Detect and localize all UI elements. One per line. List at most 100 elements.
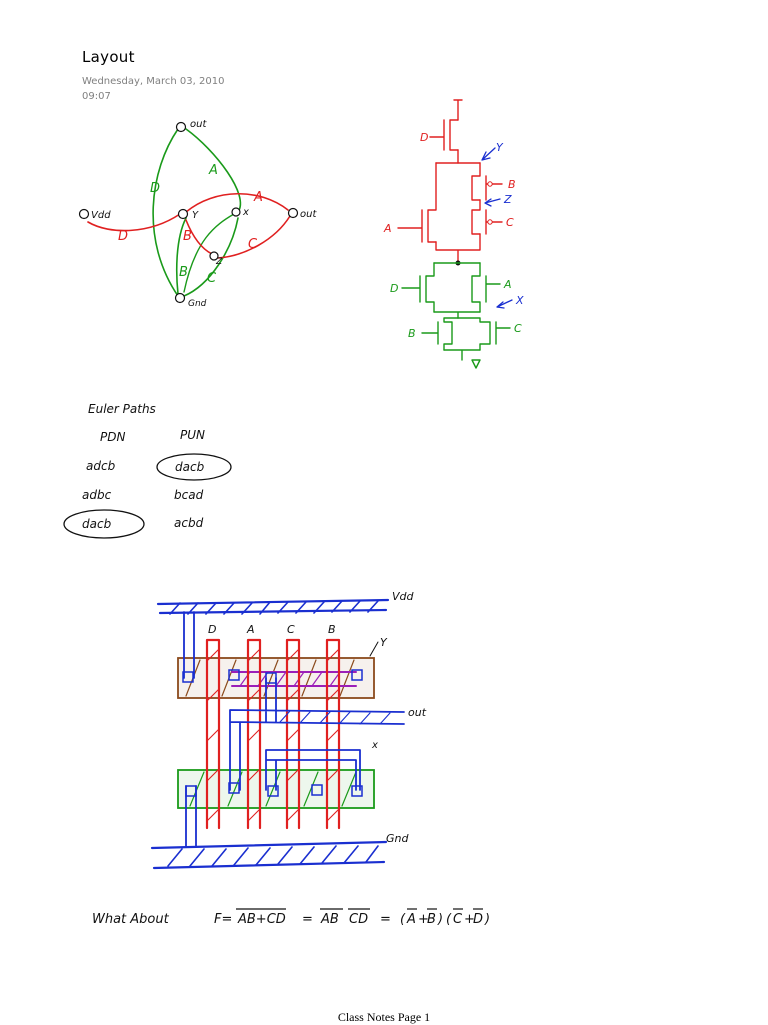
graph-node-out-right (287, 207, 299, 219)
graph-node-gnd (174, 292, 186, 304)
pmos-label-d: D (420, 131, 428, 144)
contact-nmos-gnd2 (311, 784, 323, 796)
contact-pmos-1 (228, 669, 240, 681)
x-node-line (433, 311, 481, 319)
graph-edge-label-b-red: B (183, 229, 192, 244)
contact-nmos-x1 (267, 785, 279, 797)
out-metal-hatch (279, 710, 391, 725)
x-metal (265, 749, 361, 791)
stick-gate-label-a: A (246, 623, 255, 636)
page-date: Wednesday, March 03, 2010 (82, 76, 225, 87)
stick-gate-label-b: B (328, 623, 336, 636)
pmos-join (435, 233, 481, 263)
graph-node-vdd (78, 208, 90, 220)
nmos-join-gnd (443, 349, 481, 361)
formula-f: F= (214, 912, 232, 927)
nmos-label-a: A (503, 278, 512, 291)
formula-cd: CD (349, 912, 368, 927)
graph-edge-d-red (87, 213, 181, 232)
formula-plus2: + (464, 912, 475, 927)
euler-row1-pdn: adcb (86, 459, 116, 473)
formula-eq1: = (302, 912, 313, 927)
vdd-drop-metal (183, 611, 195, 679)
formula-ab-cd: AB+CD (237, 912, 286, 927)
schematic-label-z: Z (503, 193, 512, 206)
graph-edge-extra-green (183, 213, 235, 293)
nmos-label-b: B (408, 327, 416, 340)
poly-gate-b (325, 638, 341, 830)
graph-label-x: x (242, 207, 249, 218)
graph-edge-c-red (217, 215, 291, 259)
formula-plus1: + (418, 912, 429, 927)
gnd-rail-hatch (167, 845, 379, 867)
graph-label-out-top: out (190, 119, 207, 130)
euler-col-pdn: PDN (100, 430, 125, 444)
vdd-rail-line (453, 99, 463, 121)
poly-hatch (207, 649, 339, 821)
x-arrow (496, 299, 513, 309)
graph-edge-c-green (183, 217, 239, 297)
poly-gates (205, 638, 341, 830)
euler-heading: Euler Paths (88, 402, 156, 416)
euler-col-pun: PUN (180, 428, 205, 442)
stick-label-x: x (371, 740, 378, 751)
graph-edge-label-a-red: A (253, 190, 263, 205)
page-footer: Class Notes Page 1 (337, 1010, 431, 1024)
formula-d-bar: D (473, 912, 483, 927)
schematic-label-y: Y (496, 141, 504, 154)
euler-row2-pdn: adbc (82, 488, 112, 502)
pmos-label-a: A (383, 222, 392, 235)
graph-edge-label-d-green: D (150, 181, 160, 196)
euler-row3-pdn: dacb (82, 517, 112, 531)
graph-edge-label-c-red: C (248, 237, 258, 252)
schematic-label-x: X (515, 294, 524, 307)
formula-close1: ) (437, 912, 443, 927)
graph-edge-label-a-green: A (208, 163, 218, 178)
nmos-network (401, 262, 511, 369)
contact-vdd-pmos (182, 671, 194, 683)
nmos-a-transistor (471, 262, 501, 313)
euler-row1-pun-circle (156, 453, 232, 481)
stick-label-vdd: Vdd (392, 590, 415, 603)
page-title: Layout (82, 48, 135, 66)
pmos-label-c: C (506, 216, 514, 229)
formula-prefix: What About (92, 912, 170, 927)
graph-edge-label-c-green: C (207, 271, 217, 286)
gnd-symbol (471, 359, 481, 369)
graph-node-z (209, 251, 219, 261)
formula-eq2: = (380, 912, 391, 927)
euler-row2-pun: bcad (174, 488, 204, 502)
formula-open2: ( (446, 912, 452, 927)
pmos-label-b: B (508, 178, 516, 191)
contact-pmos-2 (265, 672, 277, 684)
out-metal (229, 677, 405, 791)
euler-row3-pdn-circle (63, 509, 145, 539)
stick-gate-label-d: D (208, 623, 216, 636)
euler-row3-pun: acbd (174, 516, 204, 530)
poly-gate-d (205, 638, 221, 830)
graph-edge-b-red (185, 219, 213, 255)
stick-gate-label-c: C (287, 623, 295, 636)
vdd-rail (156, 598, 390, 615)
graph-label-gnd: Gnd (188, 299, 207, 309)
contact-nmos-out (228, 782, 240, 794)
poly-gate-a (246, 638, 262, 830)
pmos-b-bubble (487, 181, 493, 187)
nmos-d-transistor (401, 262, 435, 313)
pmos-a-transistor (397, 162, 437, 243)
contact-nmos-x2 (351, 785, 363, 797)
graph-edge-label-b-green: B (179, 265, 188, 280)
contact-pmos-3 (351, 669, 363, 681)
nmos-diffusion-hatch (189, 771, 357, 807)
y-arrow (481, 147, 496, 161)
graph-node-x (231, 207, 241, 217)
graph-label-y: Y (192, 210, 199, 221)
nmos-c-transistor (457, 317, 511, 351)
graph-edge-a-green (185, 128, 242, 213)
graph-edge-d-green (152, 128, 179, 297)
formula-open1: ( (400, 912, 406, 927)
pmos-network (397, 99, 503, 263)
